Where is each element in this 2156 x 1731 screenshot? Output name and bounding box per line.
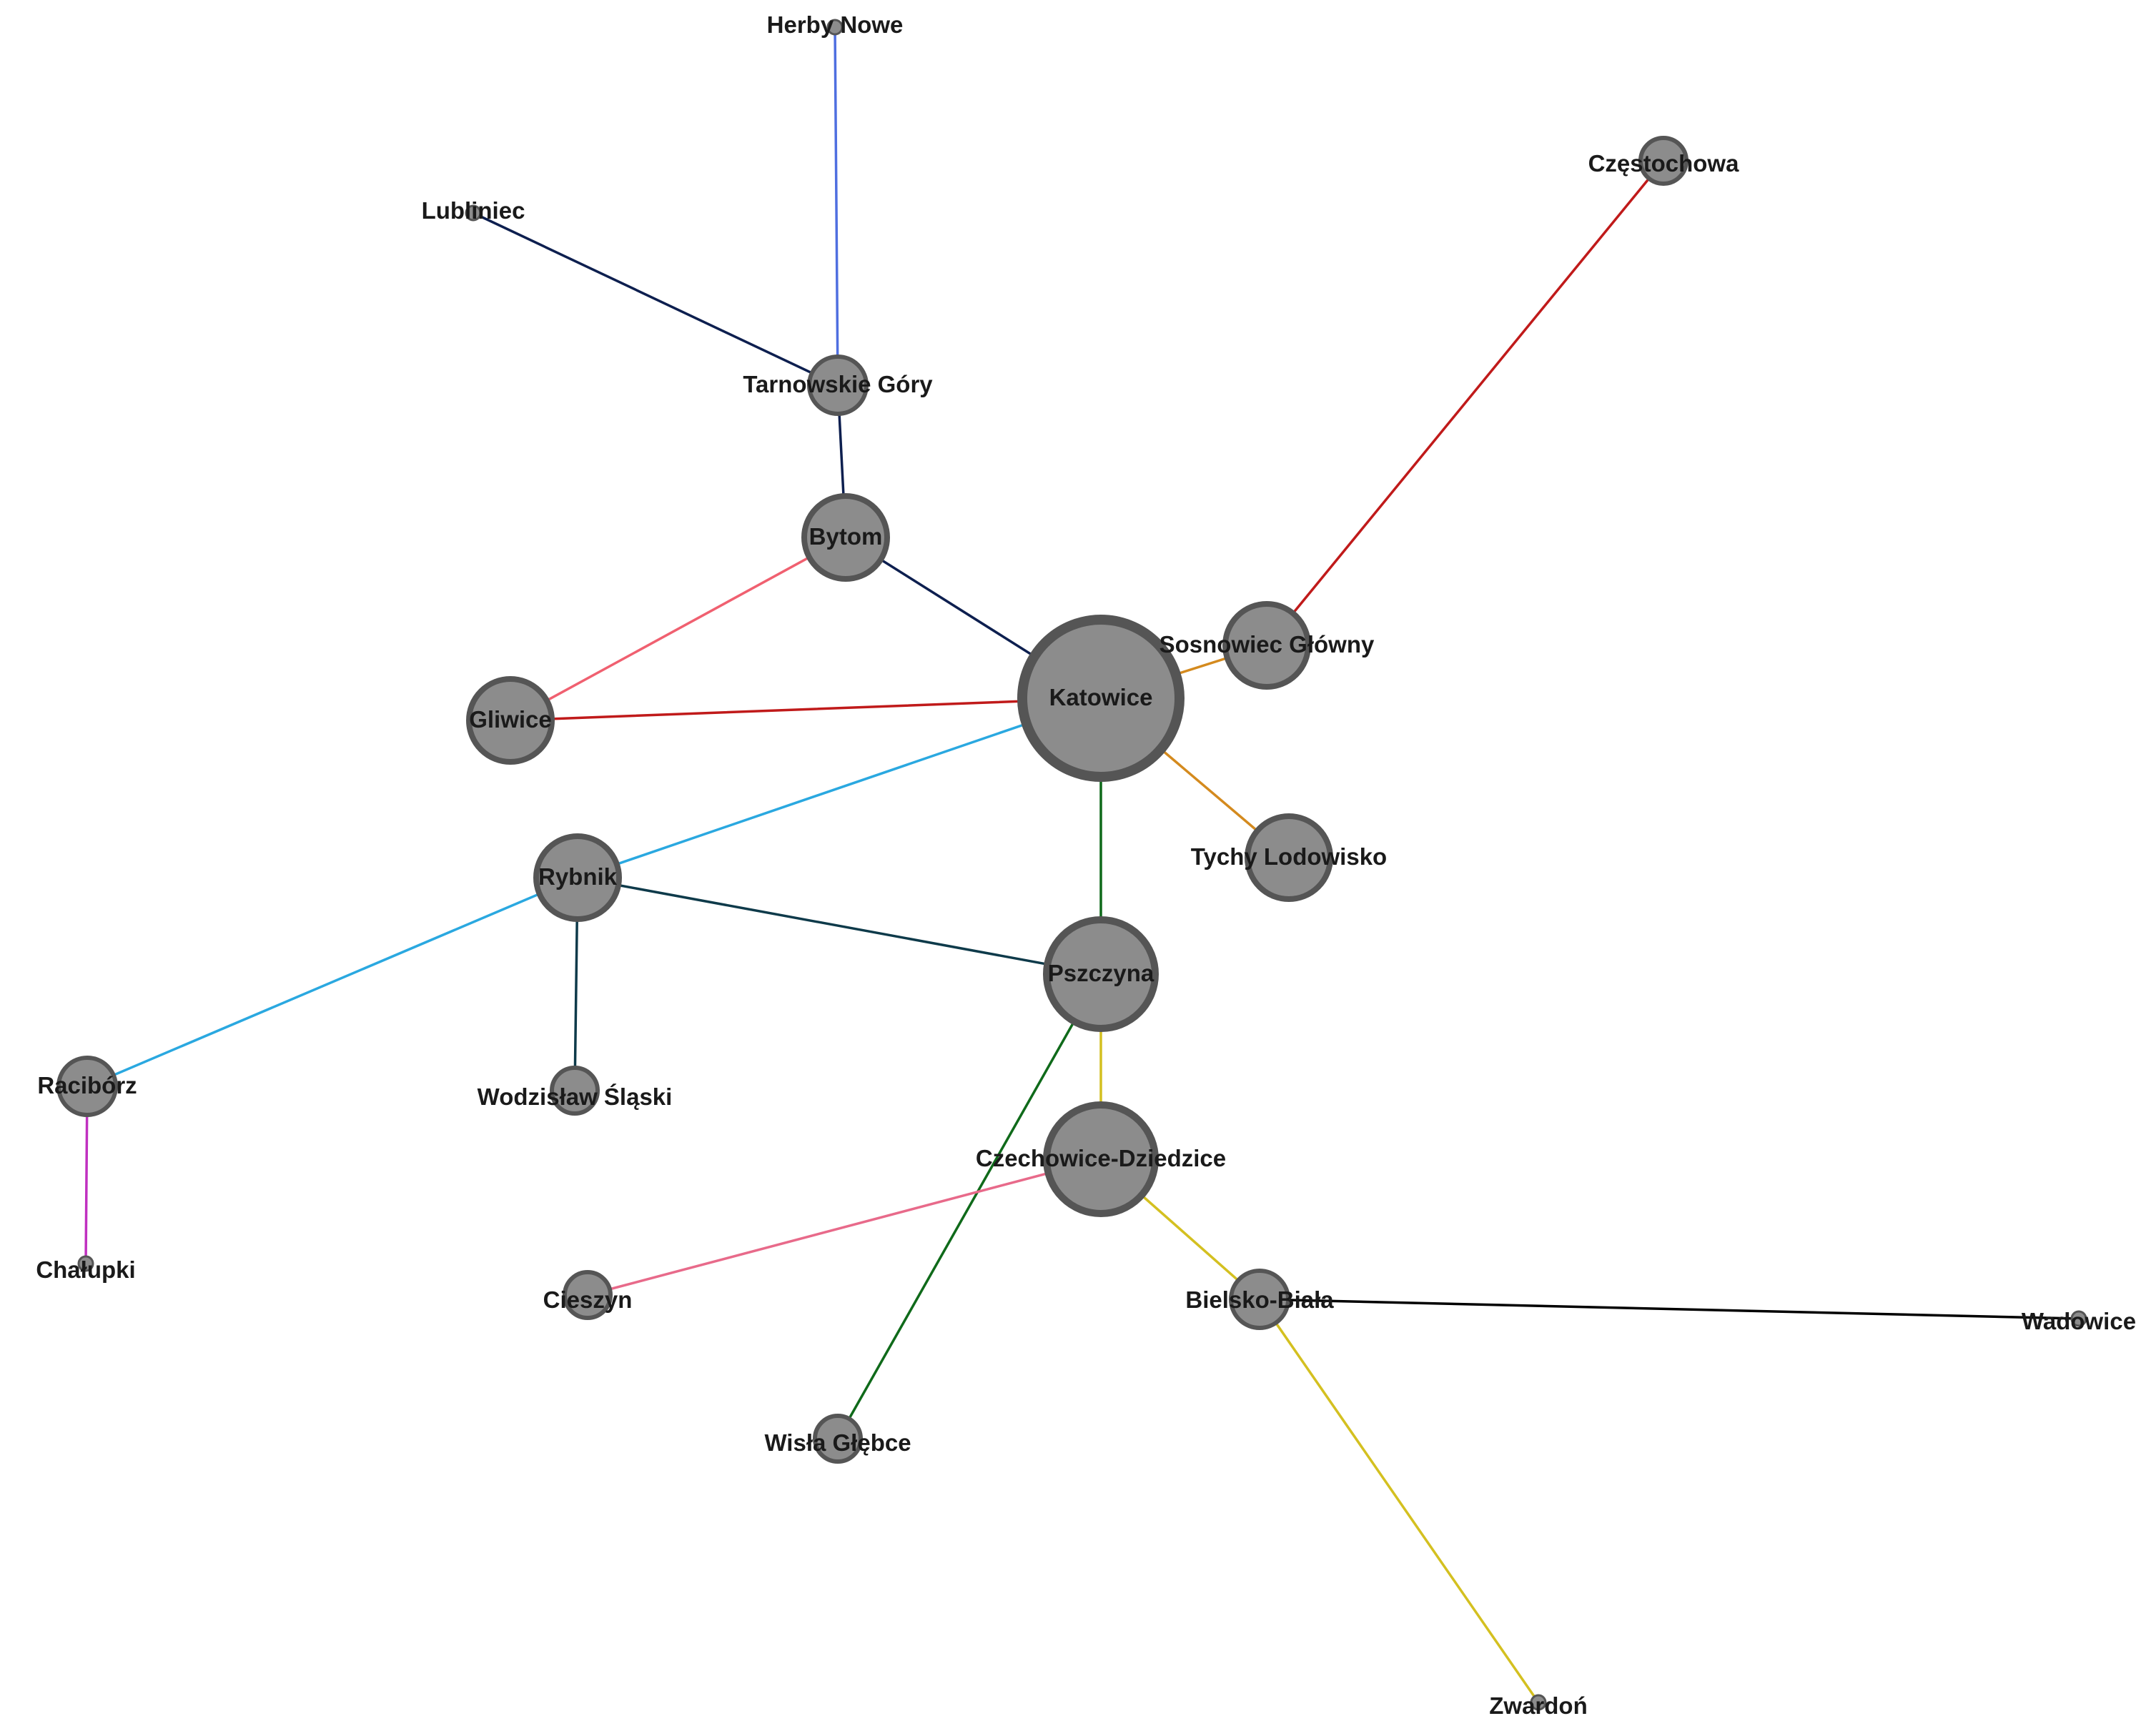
node-bytom <box>801 493 890 582</box>
nodes-layer <box>56 19 2087 1711</box>
edge-rybnik-raciborz <box>86 876 579 1088</box>
node-wisla <box>813 1414 863 1464</box>
node-raciborz <box>56 1056 118 1117</box>
node-katowice <box>1017 615 1185 782</box>
node-zwardon <box>1530 1694 1547 1711</box>
node-wodzislaw <box>550 1066 600 1116</box>
node-czechowice <box>1043 1101 1159 1217</box>
node-bielsko <box>1229 1269 1290 1330</box>
node-tarnowskie <box>807 354 869 416</box>
node-label-pszczyna: Pszczyna <box>1048 960 1154 986</box>
node-tychy <box>1245 813 1333 902</box>
node-label-lubliniec: Lubliniec <box>422 197 525 224</box>
node-label-zwardon: Zwardoń <box>1489 1692 1588 1719</box>
edge-katowice-rybnik <box>576 697 1102 879</box>
node-wadowice <box>2070 1310 2087 1327</box>
node-czestochowa <box>1638 136 1688 186</box>
edge-czestochowa-sosnowiec <box>1265 159 1665 647</box>
node-label-wadowice: Wadowice <box>2022 1308 2136 1334</box>
node-label-chalupki: Chałupki <box>36 1256 135 1283</box>
node-label-rybnik: Rybnik <box>538 863 618 890</box>
node-chalupki <box>77 1255 94 1272</box>
node-sosnowiec <box>1222 601 1311 690</box>
node-label-katowice: Katowice <box>1049 684 1153 710</box>
edge-bielsko-wadowice <box>1258 1298 2080 1320</box>
node-gliwice <box>466 676 555 765</box>
node-lubliniec <box>465 204 482 222</box>
edge-herby-tarnowskie <box>834 26 839 387</box>
node-label-tarnowskie: Tarnowskie Góry <box>743 371 933 397</box>
node-herby <box>826 19 844 36</box>
edge-pszczyna-wisla <box>836 973 1102 1440</box>
node-label-bielsko: Bielsko-Biała <box>1185 1286 1334 1313</box>
edge-bytom-gliwice <box>509 536 847 722</box>
node-rybnik <box>533 833 622 922</box>
edges-layer <box>84 26 2080 1704</box>
node-pszczyna <box>1043 916 1159 1032</box>
edge-rybnik-pszczyna <box>576 876 1102 976</box>
node-label-gliwice: Gliwice <box>469 706 552 733</box>
node-label-wodzislaw: Wodzisław Śląski <box>478 1083 673 1110</box>
node-label-herby: Herby Nowe <box>767 11 904 38</box>
node-label-tychy: Tychy Lodowisko <box>1191 843 1387 870</box>
node-label-czechowice: Czechowice-Dziedzice <box>976 1145 1226 1171</box>
node-label-wisla: Wisła Głębce <box>764 1429 911 1456</box>
node-label-sosnowiec: Sosnowiec Główny <box>1159 631 1375 658</box>
edge-gliwice-katowice <box>509 697 1102 722</box>
node-cieszyn <box>563 1270 613 1320</box>
node-label-bytom: Bytom <box>809 523 883 550</box>
node-label-raciborz: Racibórz <box>37 1072 137 1098</box>
edge-lubliniec-tarnowskie <box>472 212 839 387</box>
edge-czechowice-cieszyn <box>586 1158 1102 1296</box>
node-label-cieszyn: Cieszyn <box>543 1286 633 1313</box>
node-label-czestochowa: Częstochowa <box>1588 150 1740 177</box>
edge-bielsko-zwardon <box>1258 1298 1540 1704</box>
